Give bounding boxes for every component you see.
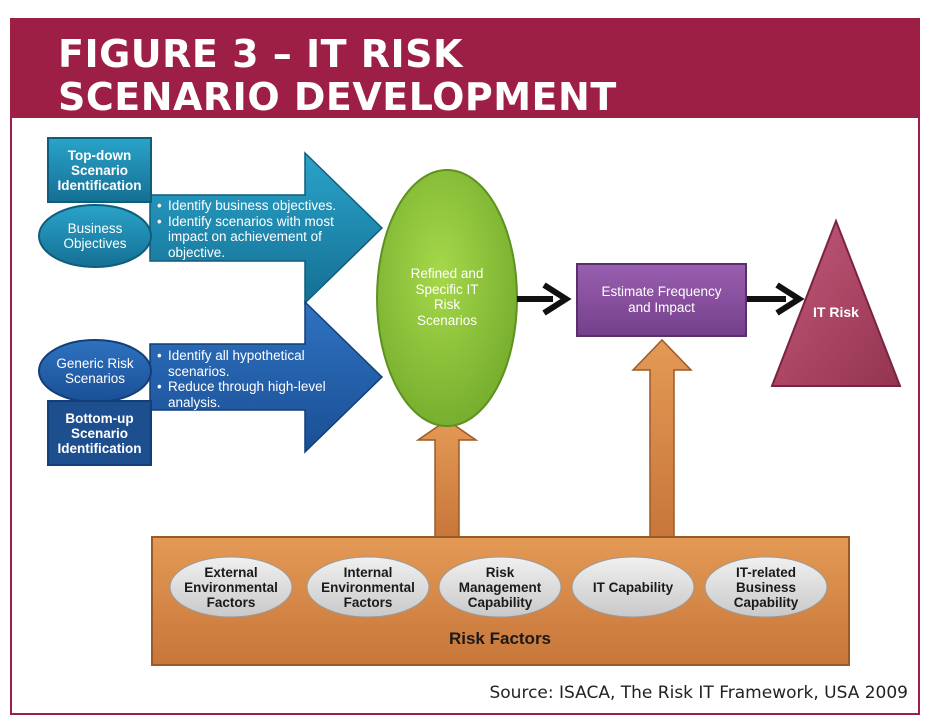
business-objectives-label: Business Objectives bbox=[63, 221, 127, 251]
figure-title-line-1: FIGURE 3 – IT RISK bbox=[58, 32, 463, 76]
arrow-estimate-to-it-risk bbox=[746, 282, 805, 316]
it-risk-label: IT Risk bbox=[813, 304, 859, 320]
bottom-up-label: Bottom-up Scenario Identification bbox=[57, 410, 142, 456]
top-down-box bbox=[47, 137, 152, 203]
arrow-scenarios-to-estimate bbox=[517, 282, 572, 316]
figure-title-line-2: SCENARIO DEVELOPMENT bbox=[58, 75, 617, 119]
it-risk-triangle bbox=[770, 218, 902, 387]
risk-factors-to-scenarios-arrow bbox=[415, 419, 479, 539]
top-down-bullet-2: Identify scenarios with most impact on a… bbox=[157, 214, 342, 261]
business-objectives-oval bbox=[38, 204, 152, 268]
bottom-up-box bbox=[47, 400, 152, 466]
it-business-label: IT-related Business Capability bbox=[733, 564, 799, 610]
internal-factors-pill bbox=[306, 556, 430, 618]
top-down-bullet-1: Identify business objectives. bbox=[157, 198, 342, 214]
bottom-up-bullets: Identify all hypothetical scenarios. Red… bbox=[157, 348, 337, 410]
it-capability-label: IT Capability bbox=[592, 579, 674, 595]
estimate-box bbox=[576, 263, 747, 337]
risk-factors-label: Risk Factors bbox=[448, 629, 552, 648]
top-down-bullets: Identify business objectives. Identify s… bbox=[157, 198, 342, 260]
it-business-pill bbox=[704, 556, 828, 618]
bottom-up-bullet-2: Reduce through high-level analysis. bbox=[157, 379, 337, 410]
internal-factors-label: Internal Environmental Factors bbox=[321, 564, 415, 610]
bottom-up-bullet-1: Identify all hypothetical scenarios. bbox=[157, 348, 337, 379]
estimate-label: Estimate Frequency and Impact bbox=[601, 284, 722, 315]
source-caption: Source: ISACA, The Risk IT Framework, US… bbox=[489, 683, 908, 703]
external-factors-pill bbox=[169, 556, 293, 618]
external-factors-label: External Environmental Factors bbox=[184, 564, 278, 610]
risk-factors-to-estimate-arrow bbox=[631, 338, 693, 539]
risk-management-label: Risk Management Capability bbox=[458, 564, 542, 610]
it-capability-pill bbox=[571, 556, 695, 618]
refined-scenarios-label: Refined and Specific IT Risk Scenarios bbox=[410, 266, 484, 328]
risk-management-pill bbox=[438, 556, 562, 618]
figure-header bbox=[10, 18, 920, 118]
generic-risk-scenarios-label: Generic Risk Scenarios bbox=[56, 356, 134, 386]
top-down-label: Top-down Scenario Identification bbox=[57, 147, 142, 193]
